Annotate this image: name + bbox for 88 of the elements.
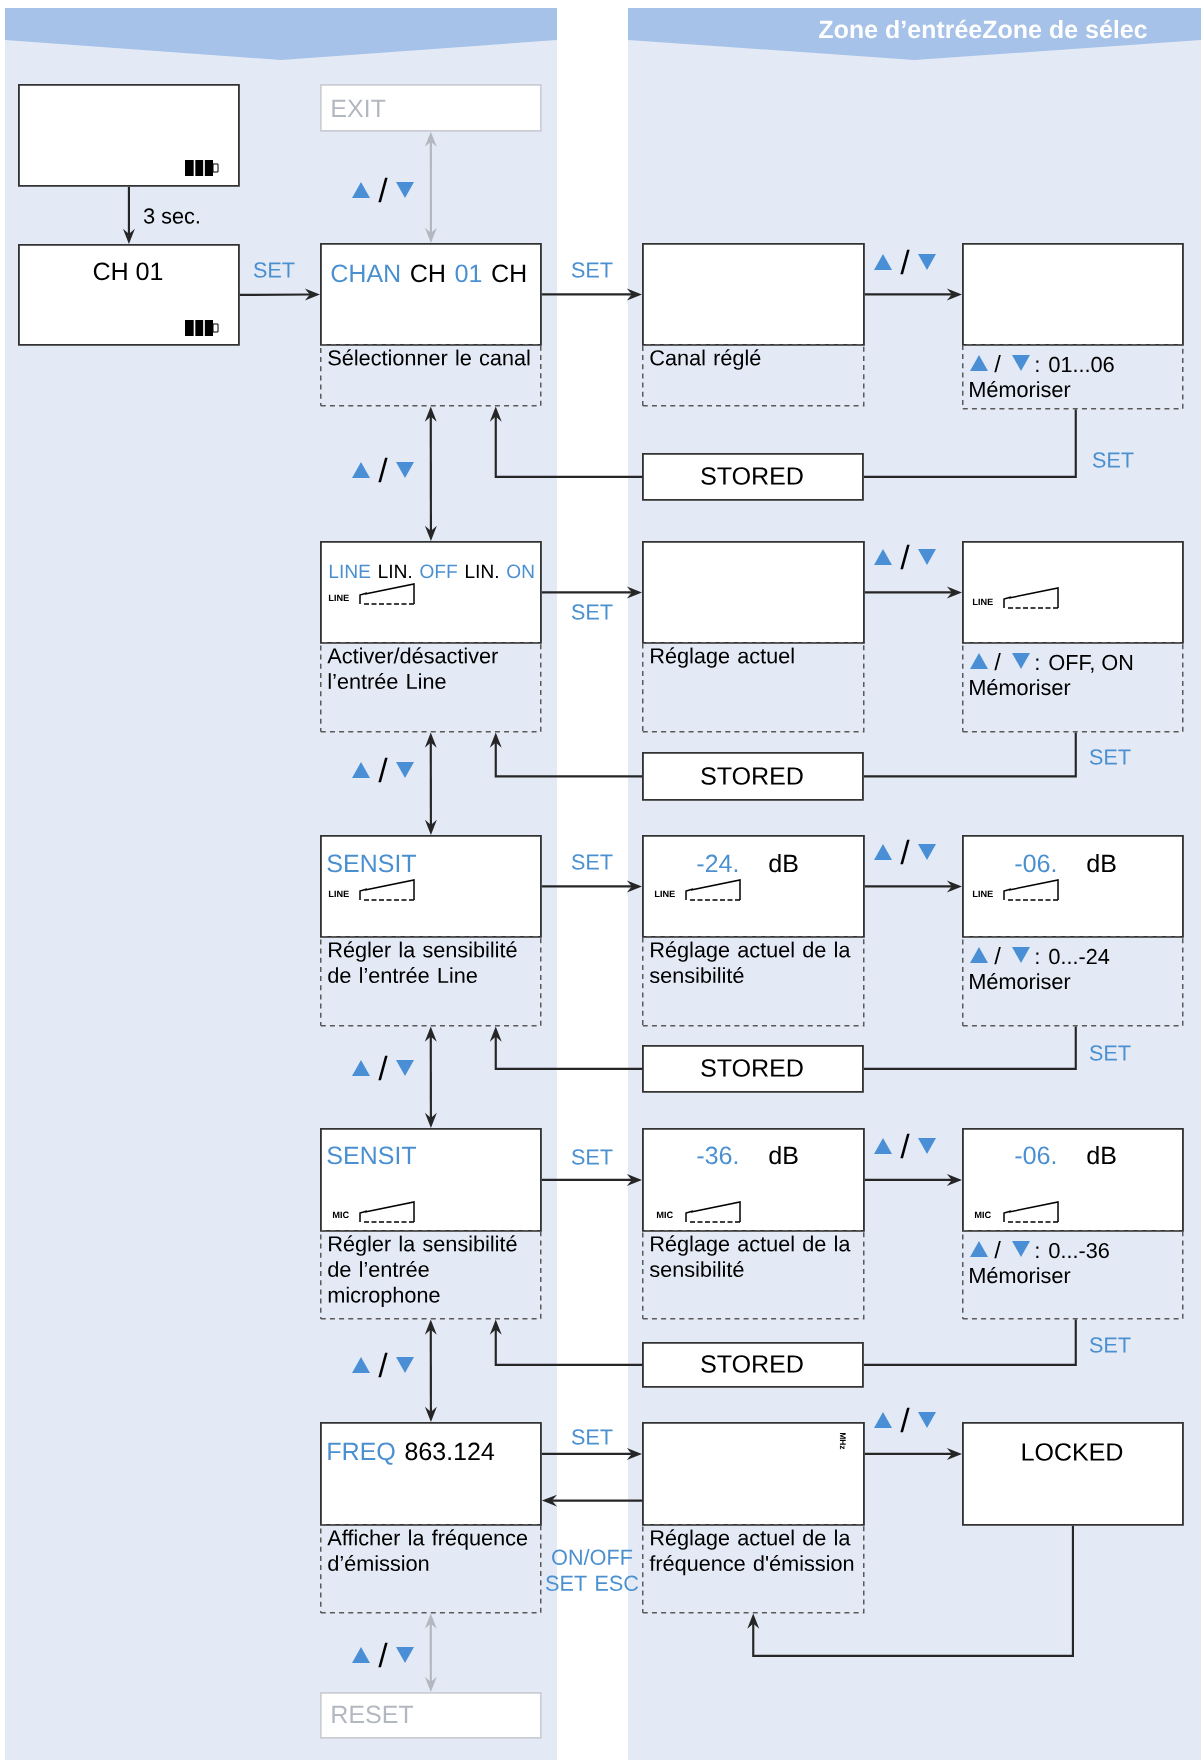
edge-label: /	[900, 1133, 910, 1159]
display-box: LOCKED	[962, 1422, 1184, 1526]
display-box: -06. dB LINE	[962, 835, 1184, 938]
up-triangle-icon	[352, 762, 370, 778]
display-box	[18, 84, 240, 187]
up-triangle-icon	[352, 182, 370, 198]
description-box: Réglage actuel de la sensibilité	[642, 936, 865, 1027]
status-box: STORED	[642, 1342, 864, 1388]
edge-label: SET	[571, 854, 613, 870]
display-box: -06. dB MIC	[962, 1128, 1184, 1232]
edge-label: SET	[1089, 1337, 1131, 1353]
edge-label: SET	[1089, 1045, 1131, 1061]
connector-line	[863, 409, 1077, 478]
display-box	[642, 243, 865, 346]
display-box: FREQ 863.124	[320, 1422, 542, 1526]
connector-line	[863, 1319, 1077, 1366]
description-box: Canal réglé	[642, 344, 865, 407]
description-box: / : 0...-36 Mémoriser	[962, 1230, 1184, 1320]
description-box: Afficher la fréquence d’émission	[320, 1524, 542, 1614]
display-box: SENSIT MIC	[320, 1128, 542, 1232]
edge-label: /	[900, 1407, 910, 1433]
display-box	[642, 541, 865, 644]
edge-label: /	[900, 839, 910, 865]
description-box: Régler la sensibilité de l’entrée microphone	[320, 1230, 542, 1320]
edge-label: ON/OFF SET ESC	[546, 1549, 639, 1591]
description-box: Sélectionner le canal	[320, 344, 542, 407]
edge-label: /	[378, 757, 388, 783]
edge-label: SET	[571, 262, 613, 278]
edge-label: SET	[571, 604, 613, 620]
edge-label: SET	[253, 262, 295, 278]
up-triangle-icon	[874, 549, 892, 565]
display-box: LINE	[962, 541, 1184, 644]
down-triangle-icon	[918, 254, 936, 270]
edge-label: /	[378, 1055, 388, 1081]
down-triangle-icon	[396, 1647, 414, 1663]
description-box: Réglage actuel de la sensibilité	[642, 1230, 865, 1320]
menu-box: EXIT	[320, 84, 542, 132]
display-box: CHAN CH 01 CH	[320, 243, 542, 346]
description-box: / : 01...06 Mémoriser	[962, 344, 1184, 410]
connector-line	[863, 1026, 1077, 1070]
display-box: CH 01	[18, 244, 240, 346]
description-box: Régler la sensibilité de l’entrée Line	[320, 936, 542, 1027]
down-triangle-icon	[918, 1138, 936, 1154]
description-box: / : 0...-24 Mémoriser	[962, 936, 1184, 1027]
description-box: Activer/désactiver l’entrée Line	[320, 642, 542, 733]
up-triangle-icon	[352, 1060, 370, 1076]
edge-label: /	[900, 544, 910, 570]
up-triangle-icon	[874, 1412, 892, 1428]
edge-label: /	[378, 457, 388, 483]
down-triangle-icon	[918, 549, 936, 565]
edge-label: 3 sec.	[143, 208, 199, 224]
description-box: / : OFF, ON Mémoriser	[962, 642, 1184, 733]
menu-box: RESET	[320, 1692, 542, 1739]
display-box: MHz	[642, 1422, 865, 1526]
down-triangle-icon	[918, 844, 936, 860]
down-triangle-icon	[396, 1357, 414, 1373]
edge-label: /	[378, 1352, 388, 1378]
status-box: STORED	[642, 453, 864, 501]
display-box: -36. dB MIC	[642, 1128, 865, 1232]
down-triangle-icon	[918, 1412, 936, 1428]
description-box: Réglage actuel	[642, 642, 865, 733]
description-box: Réglage actuel de la fréquence d'émission	[642, 1524, 865, 1614]
up-triangle-icon	[352, 1647, 370, 1663]
up-triangle-icon	[352, 462, 370, 478]
up-triangle-icon	[874, 844, 892, 860]
display-box: -24. dB LINE	[642, 835, 865, 938]
edge-label: /	[378, 177, 388, 203]
edge-label: /	[900, 249, 910, 275]
down-triangle-icon	[396, 182, 414, 198]
edge-label: SET	[571, 1429, 613, 1445]
display-box	[962, 243, 1184, 346]
down-triangle-icon	[396, 1060, 414, 1076]
connector-line	[863, 732, 1077, 778]
display-box: LINE LIN. OFF LIN. ON LINE	[320, 541, 542, 644]
up-triangle-icon	[352, 1357, 370, 1373]
edge-label: SET	[1089, 749, 1131, 765]
edge-label: SET	[1092, 452, 1134, 468]
title: Zone d’entréeZone de sélec	[819, 19, 1147, 39]
edge-label: SET	[571, 1149, 613, 1165]
status-box: STORED	[642, 1045, 864, 1093]
display-box: SENSIT LINE	[320, 835, 542, 938]
down-triangle-icon	[396, 462, 414, 478]
edge-label: /	[378, 1642, 388, 1668]
down-triangle-icon	[396, 762, 414, 778]
up-triangle-icon	[874, 254, 892, 270]
up-triangle-icon	[874, 1138, 892, 1154]
arrow	[747, 1525, 1074, 1657]
status-box: STORED	[642, 752, 864, 801]
